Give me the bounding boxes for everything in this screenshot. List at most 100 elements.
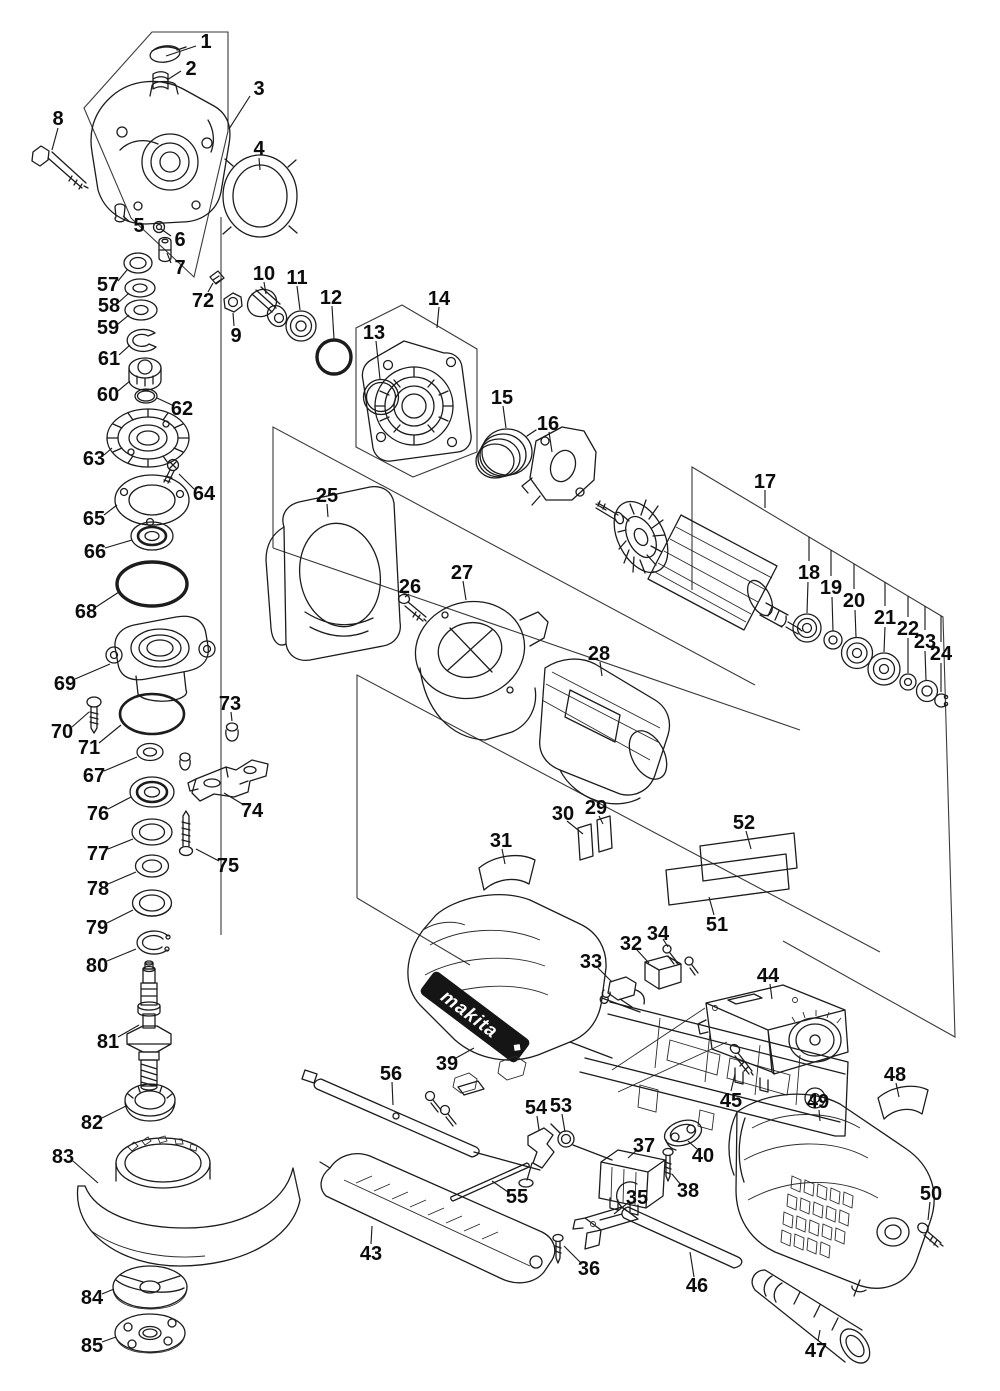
c-washer-part-61	[126, 328, 157, 353]
screw-part-75	[178, 810, 194, 857]
part-label-2: 2	[185, 58, 196, 80]
leader-line-76	[107, 796, 132, 810]
leader-line-13	[375, 340, 381, 380]
leader-line-40	[687, 1140, 698, 1150]
part-label-5: 5	[133, 215, 144, 237]
part-label-67: 67	[83, 765, 105, 787]
leader-line-32	[636, 949, 650, 964]
leader-line-55	[491, 1180, 509, 1193]
screw-part-38	[662, 1147, 674, 1182]
screw-part-26	[397, 593, 427, 622]
part-label-8: 8	[52, 108, 63, 130]
leader-line-59	[117, 314, 130, 325]
ring-part-79	[131, 889, 173, 917]
bearing-part-20	[840, 636, 874, 670]
leader-line-26	[404, 593, 410, 598]
part-label-56: 56	[380, 1063, 402, 1085]
part-label-9: 9	[230, 325, 241, 347]
washer-part-67	[136, 742, 164, 762]
part-label-25: 25	[316, 485, 338, 507]
part-label-76: 76	[87, 803, 109, 825]
part-label-15: 15	[491, 387, 513, 409]
oring-part-71	[118, 692, 186, 736]
leader-line-71	[98, 724, 122, 744]
leader-line-12	[331, 305, 335, 340]
leader-line-29	[598, 815, 604, 825]
part-label-70: 70	[51, 721, 73, 743]
leader-line-77	[107, 838, 134, 850]
part-label-52: 52	[733, 812, 755, 834]
part-label-50: 50	[920, 1183, 942, 1205]
leader-line-78	[107, 871, 137, 885]
washer-part-22	[899, 673, 917, 691]
leader-line-7	[166, 252, 172, 264]
bearing-box-part-14	[361, 340, 472, 462]
leader-line-62	[156, 397, 173, 406]
part-label-61: 61	[98, 348, 120, 370]
leader-line-75	[195, 848, 220, 862]
carbon-brush-part-32	[644, 955, 682, 990]
part-label-23: 23	[914, 631, 936, 653]
screw-part-36	[552, 1233, 564, 1264]
leader-line-3	[228, 95, 251, 130]
leader-line-69	[74, 663, 111, 680]
bearing-box-part-69	[105, 615, 216, 702]
part-label-38: 38	[677, 1180, 699, 1202]
leader-line-81	[117, 1024, 140, 1038]
part-label-68: 68	[75, 601, 97, 623]
screw-part-45	[729, 1043, 754, 1076]
slide-bar-part-56	[301, 1069, 541, 1171]
lever-part-54	[518, 1127, 555, 1188]
leader-line-39	[455, 1047, 475, 1059]
part-label-33: 33	[580, 951, 602, 973]
part-label-49: 49	[807, 1091, 829, 1113]
leader-line-56	[391, 1081, 394, 1106]
washer-part-19	[823, 630, 843, 650]
screws-part-34	[662, 944, 699, 976]
part-label-12: 12	[320, 287, 342, 309]
part-label-31: 31	[490, 830, 512, 852]
clamp-part-40	[663, 1119, 703, 1151]
armature-part-17	[595, 499, 803, 635]
leader-line-6	[160, 228, 172, 237]
baffle-plate-part-27	[414, 600, 549, 741]
bracket-part-35	[572, 1206, 639, 1250]
part-label-83: 83	[52, 1146, 74, 1168]
decal-part-52	[699, 832, 798, 882]
leader-line-58	[118, 292, 130, 303]
leader-line-47	[817, 1329, 821, 1342]
leader-line-5	[122, 215, 131, 223]
clamp-ring-part-82	[124, 1083, 176, 1122]
part-label-69: 69	[54, 673, 76, 695]
part-label-32: 32	[620, 933, 642, 955]
part-label-65: 65	[83, 508, 105, 530]
part-label-40: 40	[692, 1145, 714, 1167]
leader-line-60	[117, 380, 131, 392]
part-label-44: 44	[757, 965, 780, 987]
oring-part-6	[152, 220, 166, 234]
screws-near-56	[424, 1080, 485, 1127]
part-label-21: 21	[874, 607, 896, 629]
bearing-part-66	[130, 521, 174, 551]
leader-line-74	[223, 792, 245, 806]
leader-line-9	[232, 312, 235, 327]
circlip-part-80	[136, 930, 171, 955]
part-label-46: 46	[686, 1275, 708, 1297]
rod-part-55	[450, 1162, 530, 1202]
leader-line-37	[627, 1149, 638, 1159]
leader-line-72	[207, 282, 214, 293]
leader-line-19	[831, 596, 834, 632]
washer-part-77	[131, 818, 173, 846]
bearing-part-76	[129, 776, 175, 808]
leader-line-85	[101, 1336, 117, 1343]
part-label-59: 59	[97, 317, 119, 339]
leader-line-80	[106, 948, 137, 962]
leader-line-65	[103, 504, 118, 516]
cord-guard-part-47	[751, 1269, 871, 1364]
switch-part-37	[598, 1149, 666, 1216]
part-label-36: 36	[578, 1258, 600, 1280]
leader-line-2	[166, 70, 182, 81]
leader-line-27	[462, 580, 467, 601]
decal-part-29	[596, 815, 613, 853]
